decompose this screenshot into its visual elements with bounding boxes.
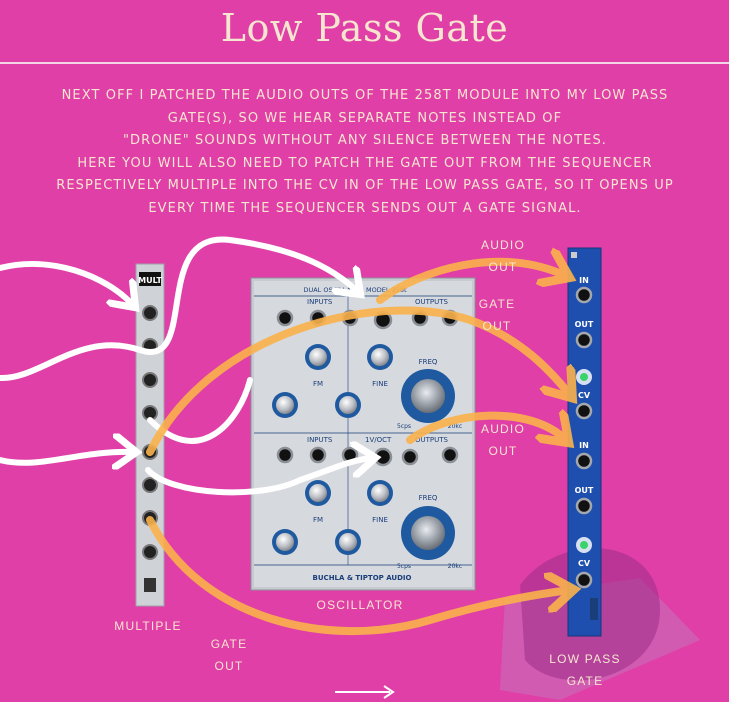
- intro-text: NEXT OFF I PATCHED THE AUDIO OUTS OF THE…: [40, 85, 690, 220]
- label-line: OUT: [214, 659, 244, 673]
- lpg-in-label: IN: [579, 276, 589, 285]
- osc-outputs-label-2: OUTPUTS: [415, 436, 449, 444]
- osc-fm-label: FM: [313, 380, 323, 388]
- osc-freq-label-2: FREQ: [419, 494, 438, 502]
- label-line: GATE: [566, 674, 604, 688]
- label-line: OUT: [488, 260, 518, 274]
- lpg-out-label: OUT: [575, 320, 594, 329]
- intro-line: EVERY TIME THE SEQUENCER SENDS OUT A GAT…: [148, 200, 582, 216]
- label-line: OUT: [482, 319, 512, 333]
- label-line: AUDIO: [480, 422, 525, 436]
- label-line: AUDIO: [480, 238, 525, 252]
- orange-cables: [146, 262, 570, 636]
- osc-low-label: 5cps: [397, 423, 411, 430]
- audio-out-label-mid: AUDIO OUT: [478, 418, 528, 462]
- intro-line: HERE YOU WILL ALSO NEED TO PATCH THE GAT…: [77, 155, 653, 171]
- title-divider: [0, 62, 729, 64]
- gate-out-label-right: GATE OUT: [472, 293, 522, 337]
- intro-line: NEXT OFF I PATCHED THE AUDIO OUTS OF THE…: [61, 88, 669, 103]
- osc-high-label-2: 20kc: [448, 563, 462, 570]
- multiple-label: MULTIPLE: [114, 619, 182, 633]
- osc-fine-label: FINE: [372, 380, 388, 388]
- osc-low-label-2: 5cps: [397, 563, 411, 570]
- lpg-out-label-2: OUT: [575, 486, 594, 495]
- gate-out-label-bottom: GATE OUT: [204, 633, 254, 677]
- osc-inputs-label: INPUTS: [307, 298, 333, 306]
- lpg-in-label-2: IN: [579, 441, 589, 450]
- osc-high-label: 20kc: [448, 423, 462, 430]
- lpg-cv-label-2: CV: [578, 559, 591, 568]
- label-line: GATE: [210, 637, 248, 651]
- label-line: OUT: [488, 444, 518, 458]
- osc-voct-label-2: 1V/OCT: [365, 436, 392, 444]
- audio-out-label-top: AUDIO OUT: [478, 234, 528, 278]
- osc-inputs-label-2: INPUTS: [307, 436, 333, 444]
- label-line: LOW PASS: [549, 652, 621, 666]
- osc-fine-label-2: FINE: [372, 516, 388, 524]
- intro-line: RESPECTIVELY MULTIPLE INTO THE CV IN OF …: [56, 178, 674, 193]
- label-line: GATE: [478, 297, 516, 311]
- oscillator-label: OSCILLATOR: [316, 598, 404, 612]
- oscillator-module: DUAL OSCILLATOR MODEL 258t INPUTS OUTPUT…: [250, 277, 476, 591]
- osc-knobs: [272, 344, 455, 560]
- osc-footer: BUCHLA & TIPTOP AUDIO: [313, 574, 412, 582]
- lpg-module: IN OUT CV IN OUT CV: [567, 247, 602, 637]
- page-title: Low Pass Gate: [220, 6, 509, 50]
- intro-line: "DRONE" SOUNDS WITHOUT ANY SILENCE BETWE…: [122, 133, 608, 148]
- intro-line: GATE(S), SO WE HEAR SEPARATE NOTES INSTE…: [167, 110, 563, 126]
- bottom-arrow: [335, 685, 395, 699]
- osc-fm-label-2: FM: [313, 516, 323, 524]
- lpg-cv-label: CV: [578, 391, 591, 400]
- white-cables: [0, 236, 372, 496]
- mult-label: MULT: [138, 276, 162, 285]
- lpg-label: LOW PASS GATE: [540, 648, 630, 692]
- osc-outputs-label: OUTPUTS: [415, 298, 449, 306]
- osc-freq-label: FREQ: [419, 358, 438, 366]
